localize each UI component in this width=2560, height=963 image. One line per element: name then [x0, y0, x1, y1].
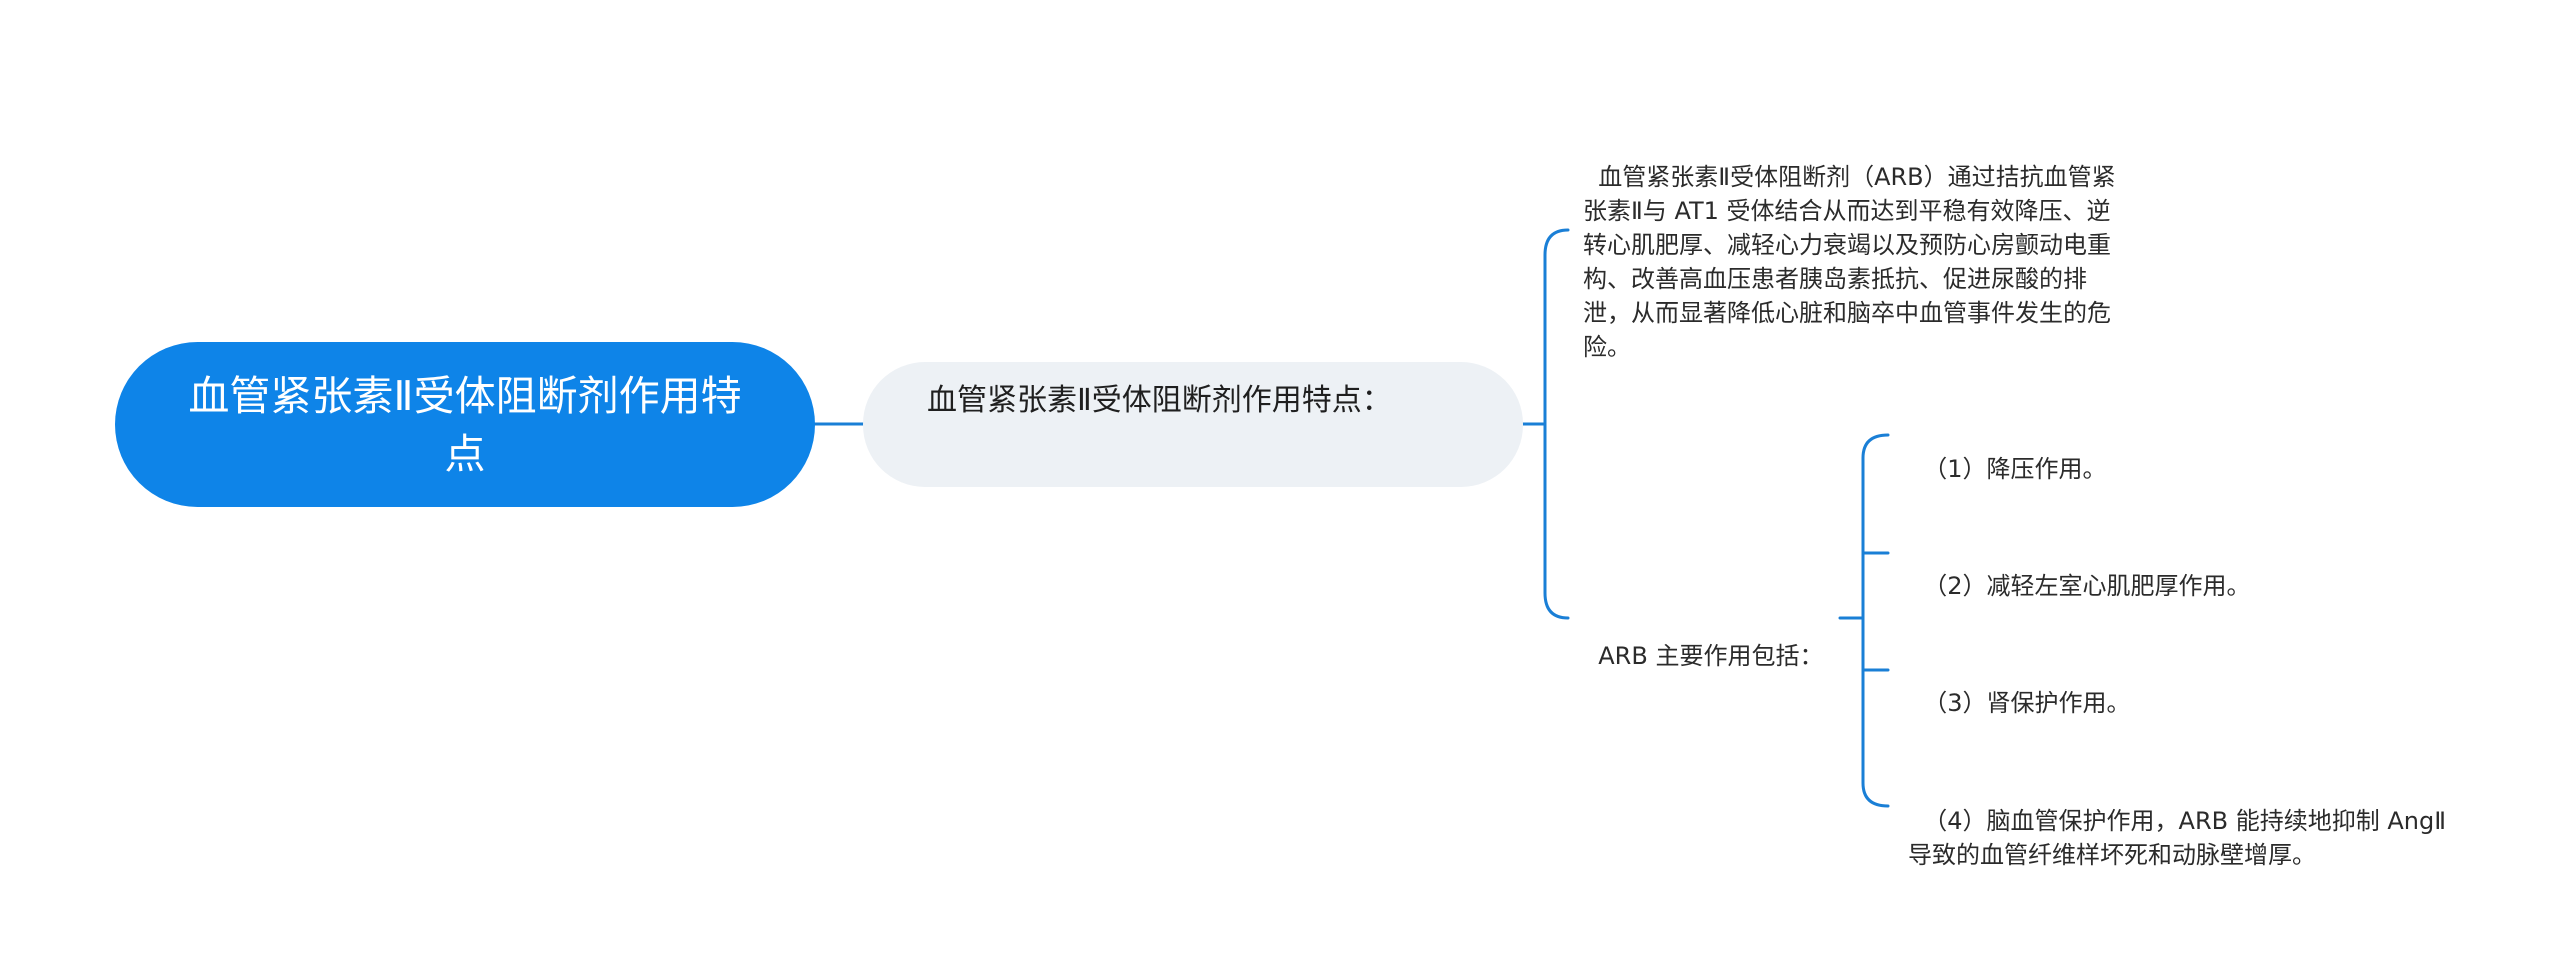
arb-item-label: （3）肾保护作用。	[1923, 689, 2131, 717]
root-topic-label: 血管紧张素Ⅱ受体阻断剂作用特点	[188, 371, 742, 478]
root-topic[interactable]: 血管紧张素Ⅱ受体阻断剂作用特点	[115, 342, 815, 507]
bracket-level-3	[1861, 433, 1890, 808]
arb-effects-node[interactable]: ARB 主要作用包括：	[1583, 605, 1823, 673]
description-node[interactable]: 血管紧张素Ⅱ受体阻断剂（ARB）通过拮抗血管紧张素Ⅱ与 AT1 受体结合从而达到…	[1583, 126, 2128, 364]
arb-item-label: （2）减轻左室心肌肥厚作用。	[1923, 572, 2251, 600]
arb-item-label: （4）脑血管保护作用，ARB 能持续地抑制 AngⅡ导致的血管纤维样坏死和动脉壁…	[1908, 807, 2447, 869]
arb-item-2[interactable]: （2）减轻左室心肌肥厚作用。	[1908, 535, 2251, 603]
main-topic[interactable]: 血管紧张素Ⅱ受体阻断剂作用特点：	[863, 362, 1523, 487]
arb-effects-label: ARB 主要作用包括：	[1598, 642, 1824, 670]
main-topic-label: 血管紧张素Ⅱ受体阻断剂作用特点：	[927, 383, 1392, 418]
arb-item-3[interactable]: （3）肾保护作用。	[1908, 652, 2131, 720]
arb-item-1[interactable]: （1）降压作用。	[1908, 418, 2107, 486]
arb-item-4[interactable]: （4）脑血管保护作用，ARB 能持续地抑制 AngⅡ导致的血管纤维样坏死和动脉壁…	[1908, 770, 2448, 872]
description-text: 血管紧张素Ⅱ受体阻断剂（ARB）通过拮抗血管紧张素Ⅱ与 AT1 受体结合从而达到…	[1583, 163, 2116, 361]
arb-item-label: （1）降压作用。	[1923, 455, 2107, 483]
bracket-level-2	[1543, 228, 1570, 620]
